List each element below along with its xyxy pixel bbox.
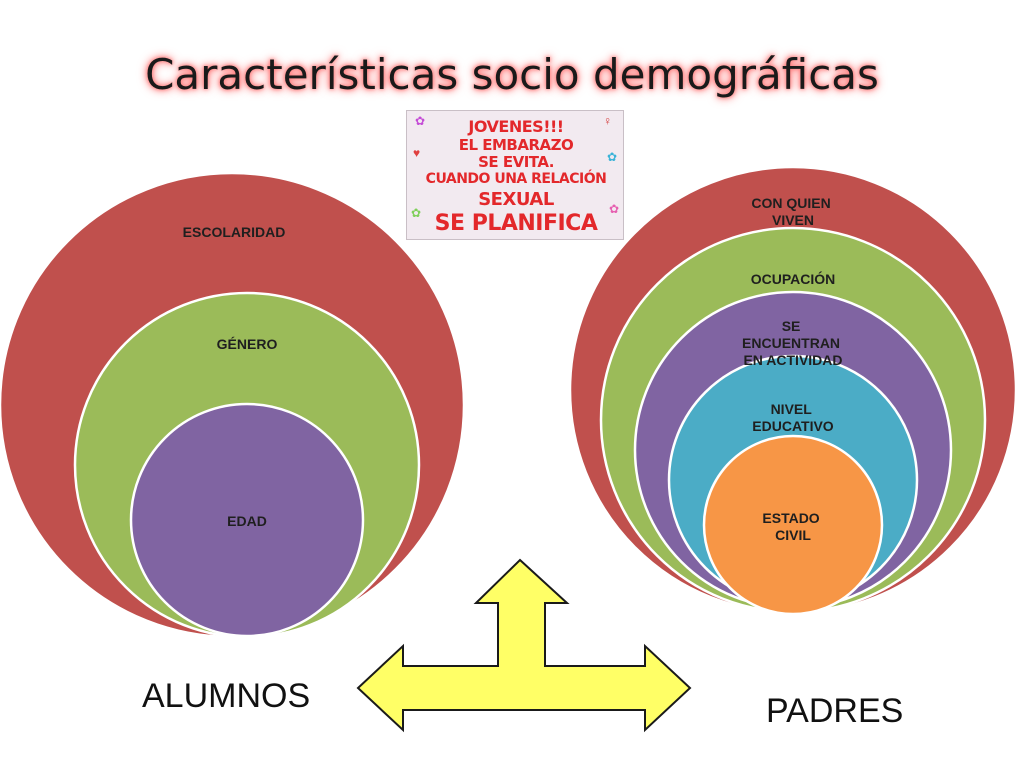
padres-circles: CON QUIEN VIVEN OCUPACIÓN SE ENCUENTRAN …	[568, 165, 1018, 616]
circle-estado-civil	[702, 434, 884, 616]
label-line: SE	[782, 318, 801, 334]
flower-icon: ✿	[607, 150, 618, 164]
label-line: CIVIL	[775, 527, 811, 543]
banner-line: EL EMBARAZO	[458, 136, 574, 154]
circle-label: EDAD	[227, 513, 267, 529]
label-line: EN ACTIVIDAD	[743, 352, 842, 368]
banner-line: SE PLANIFICA	[434, 211, 598, 236]
circle-label: CON QUIEN VIVEN	[751, 195, 834, 228]
label-line: CON QUIEN	[751, 195, 830, 211]
venus-icon: ♀	[603, 114, 612, 128]
flower-icon: ✿	[415, 114, 426, 128]
label-line: ENCUENTRAN	[742, 335, 840, 351]
three-way-arrow	[356, 558, 692, 733]
label-line: NIVEL	[771, 401, 813, 417]
banner-photo: ✿ ♀ ♥ ✿ ✿ ✿ JOVENES!!! EL EMBARAZO SE EV…	[406, 110, 624, 240]
flower-icon: ✿	[411, 206, 422, 220]
padres-label: PADRES	[766, 692, 904, 730]
flower-icon: ✿	[609, 202, 620, 216]
circle-label: ESCOLARIDAD	[183, 224, 286, 240]
page-title: Características socio demográficas	[145, 50, 879, 99]
label-line: EDUCATIVO	[752, 418, 834, 434]
circle-label: SE ENCUENTRAN EN ACTIVIDAD	[742, 318, 844, 368]
alumnos-label: ALUMNOS	[142, 677, 311, 715]
alumnos-circles: ESCOLARIDAD GÉNERO EDAD	[0, 171, 466, 639]
banner-line: SEXUAL	[478, 189, 554, 210]
circle-label: GÉNERO	[217, 336, 278, 352]
banner-line: JOVENES!!!	[468, 117, 564, 136]
circle-label: ESTADO CIVIL	[762, 510, 823, 543]
label-line: VIVEN	[772, 212, 814, 228]
circle-label: OCUPACIÓN	[751, 270, 836, 287]
banner-line: CUANDO UNA RELACIÓN	[425, 171, 607, 187]
label-line: ESTADO	[762, 510, 819, 526]
circle-label: NIVEL EDUCATIVO	[752, 401, 834, 434]
banner-line: SE EVITA.	[478, 153, 554, 171]
circle-edad	[129, 402, 365, 638]
heart-icon: ♥	[413, 146, 421, 160]
